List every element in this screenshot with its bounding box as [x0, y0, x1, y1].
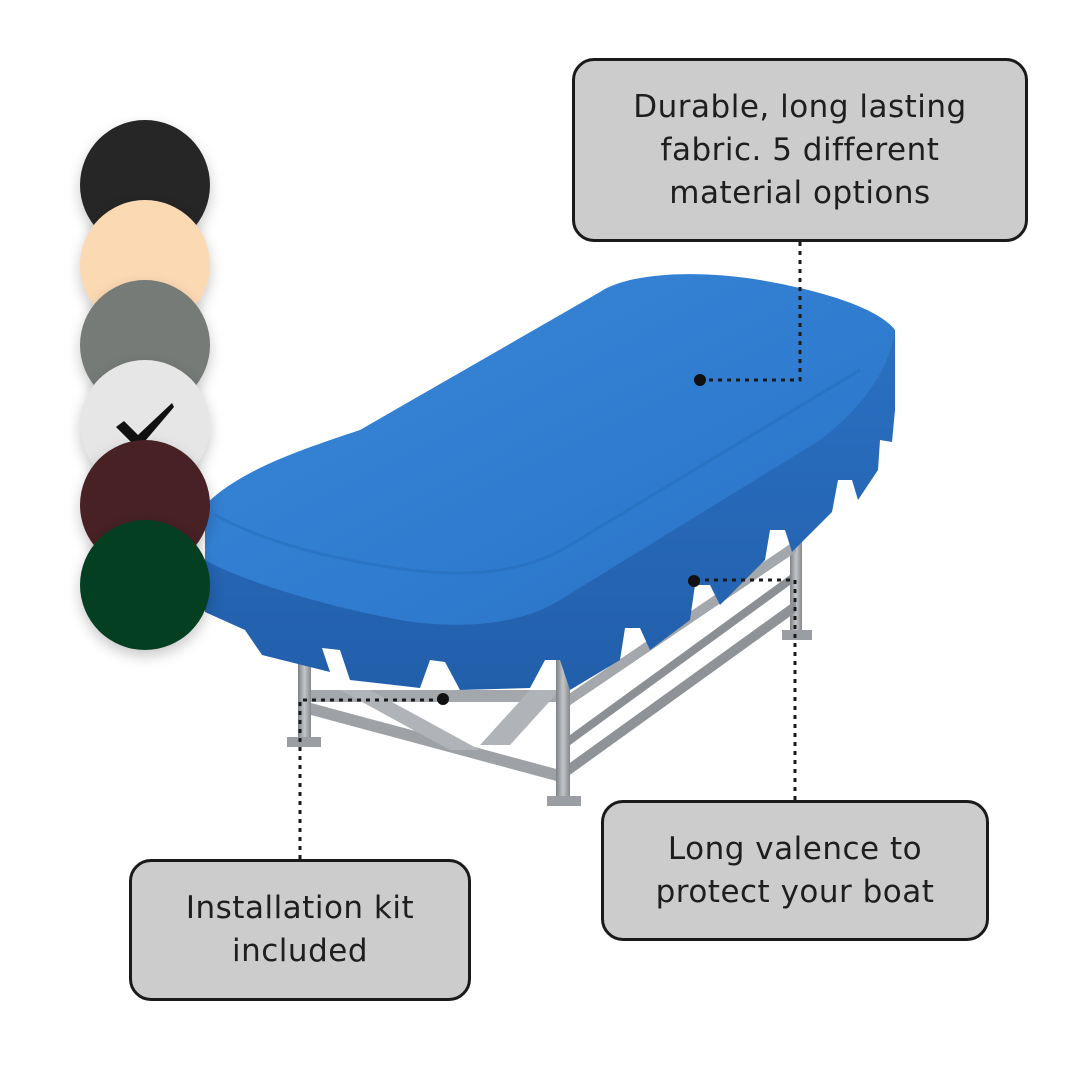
cover-top — [205, 274, 895, 625]
lift-bunk — [480, 690, 560, 745]
lift-foot — [547, 796, 581, 806]
callout-valence: Long valence to protect your boat — [601, 800, 989, 941]
check-icon — [116, 403, 174, 447]
lift-bunk — [340, 690, 480, 750]
lift-rail — [560, 600, 796, 782]
lift-post — [556, 660, 570, 800]
leader-dot — [694, 374, 706, 386]
lift-rail — [570, 575, 790, 745]
lift-foot — [782, 630, 812, 640]
lift-rail — [300, 700, 560, 782]
leader-dot — [688, 575, 700, 587]
callout-fabric: Durable, long lasting fabric. 5 differen… — [572, 58, 1028, 242]
leader-valence — [695, 578, 797, 800]
cover-seam — [214, 368, 861, 575]
swatch-green[interactable] — [80, 520, 210, 650]
callout-kit: Installation kit included — [129, 859, 471, 1001]
boat-cover — [205, 274, 895, 690]
lift-foot — [287, 737, 321, 747]
leader-kit — [298, 698, 443, 859]
leader-dot — [437, 693, 449, 705]
leader-fabric — [700, 242, 802, 382]
callout-leaders — [298, 242, 802, 859]
